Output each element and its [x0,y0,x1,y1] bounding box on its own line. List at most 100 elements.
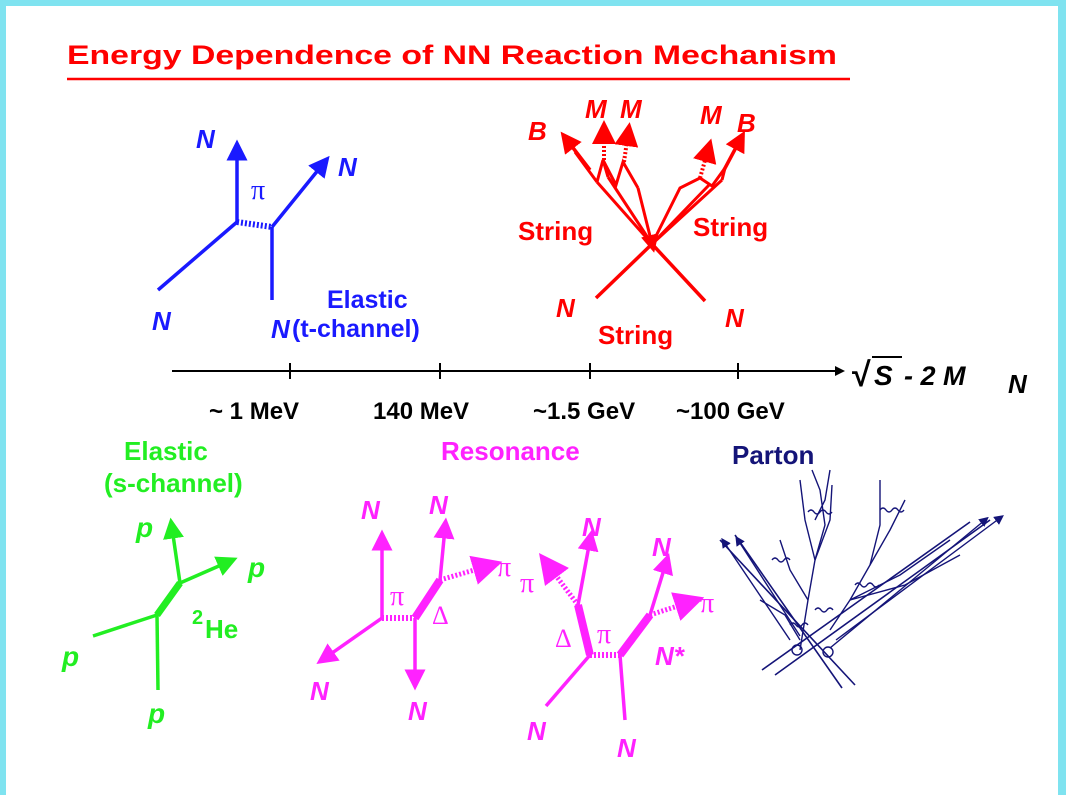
s-channel-incoming-line [92,613,158,638]
string-line [606,176,654,245]
resonance-n-label: N [361,495,381,525]
parton-vertex [822,646,834,658]
t-channel-n-label: N [338,152,358,182]
resonance-delta-label: Δ [432,601,449,630]
t-channel-n-label: N [271,314,291,344]
resonance-pion-emission [649,592,705,621]
resonance-n-label: N [310,676,330,706]
s-channel-p-label: p [61,641,79,672]
diagram-title: Energy Dependence of NN Reaction Mechani… [67,40,837,70]
s-channel-p-label: p [147,698,165,729]
helium-superscript: 2 [192,607,203,629]
t-channel-diagram: N N N N π Elastic (t-channel) [152,124,420,344]
string-n-label: N [725,303,745,333]
parton-beam [719,539,856,686]
resonance-line [576,529,599,606]
parton-branch [811,469,826,561]
axis-label-sub: N [1008,369,1028,399]
resonance-pion-label: π [700,588,714,619]
parton-jet [721,537,791,641]
parton-branch [814,469,831,521]
string-m-label: M [700,100,723,130]
resonance-pion-label: π [390,581,404,612]
axis-label-rest: - 2 M [904,361,966,391]
resonance-delta-propagator [574,604,594,656]
resonance-pion-emission [539,553,580,607]
resonance-delta-label: Δ [555,624,572,653]
meson-arrow [693,138,717,179]
helium-label: He [205,614,238,644]
resonance-n-label: N [429,490,449,520]
resonance-diagram-2 [539,529,705,721]
t-channel-outgoing-line-2 [270,155,330,229]
resonance-n-label: N [617,733,637,763]
resonance-title: Resonance [441,436,580,466]
parton-branch [849,539,951,601]
string-m-label: M [620,94,643,124]
s-channel-incoming-line [155,614,160,691]
s-channel-diagram [92,517,238,691]
string-incoming-line-right [650,242,707,303]
parton-gluon [814,607,834,613]
resonance-n-label: N [408,696,428,726]
resonance-pion-label: π [497,552,511,583]
resonance-nstar-propagator [616,612,654,658]
s-channel-title: Elastic [124,436,208,466]
t-channel-title: Elastic [327,286,408,314]
s-channel-outgoing-line [179,556,238,585]
parton-gluon [807,509,833,515]
t-channel-subtitle: (t-channel) [292,315,420,343]
axis-tick-label: 140 MeV [373,398,469,425]
parton-beam [734,534,843,689]
parton-gluon [854,582,880,588]
baryon-arrow-left [560,131,592,172]
string-b-label: B [528,116,547,146]
string-label: String [518,216,593,246]
resonance-line [618,654,627,721]
resonance-line [544,653,592,708]
parton-gluon [789,622,809,628]
string-label: String [598,320,673,350]
parton-branch [814,484,833,561]
axis-label-s: S [874,360,893,391]
s-channel-outgoing-line [163,517,184,584]
t-channel-n-label: N [152,306,172,336]
resonance-n-label: N [527,716,547,746]
string-diagram [560,120,745,303]
energy-axis: ~ 1 MeV 140 MeV ~1.5 GeV ~100 GeV √ S - … [172,356,1028,425]
parton-branch [779,539,809,601]
parton-branch [829,480,881,631]
s-channel-p-label: p [247,552,265,583]
parton-title: Parton [732,440,814,470]
t-channel-n-label: N [196,124,216,154]
string-b-label: B [737,108,756,138]
meson-arrow [614,122,639,163]
string-label: String [693,212,768,242]
string-line [650,182,712,246]
s-channel-subtitle: (s-channel) [104,468,243,498]
resonance-n-label: N [582,512,602,542]
parton-branch [869,499,906,566]
resonance-pion-emission [439,555,503,585]
parton-gluon [771,557,791,563]
t-channel-pion-label: π [251,175,265,206]
axis-tick-label: ~ 1 MeV [209,398,299,425]
resonance-line [316,616,384,665]
parton-vertex [791,644,803,656]
axis-tick-label: ~100 GeV [676,398,785,425]
resonance-nstar-label: N* [655,641,686,671]
parton-branch [759,599,801,641]
t-channel-pion-exchange [236,219,273,230]
t-channel-incoming-line [156,220,239,292]
string-incoming-line-left [594,242,654,300]
resonance-pion-label: π [597,619,611,650]
baryon-arrow-right [722,130,745,171]
parton-cascade-diagram [719,469,1004,689]
parton-jet [835,515,1004,641]
s-channel-p-label: p [135,512,153,543]
resonance-diagram-1 [316,517,503,691]
parton-jet [735,535,801,637]
parton-gluon [879,507,905,513]
